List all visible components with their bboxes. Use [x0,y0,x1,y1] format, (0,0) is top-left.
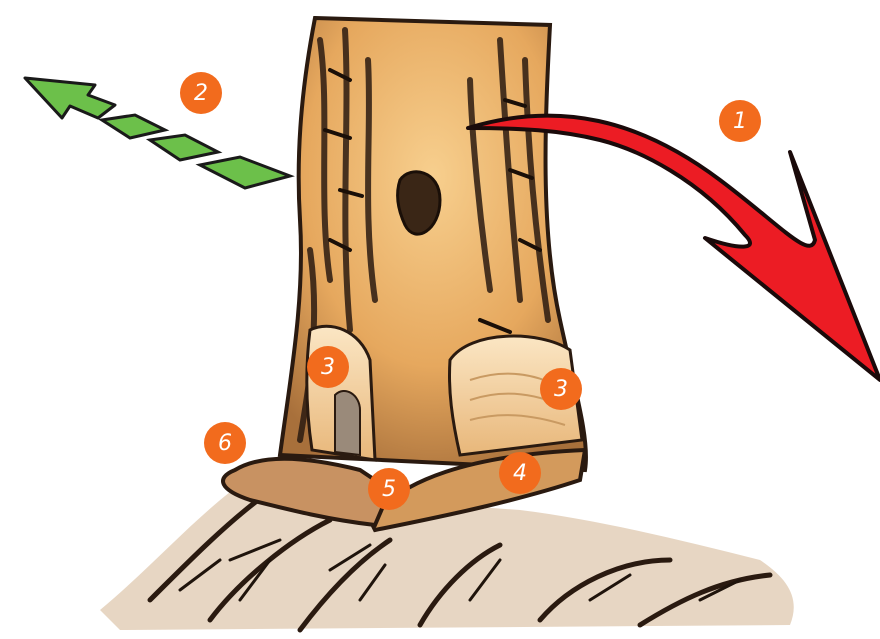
marker-wedge: 4 [499,452,541,494]
escape-route-arrow [25,78,290,188]
marker-back-cut: 6 [204,422,246,464]
marker-escape-route: 2 [180,72,222,114]
marker-hinge: 5 [368,468,410,510]
felling-notch-left [307,326,375,460]
marker-notch-left: 3 [307,346,349,388]
marker-notch-right: 3 [540,368,582,410]
marker-fall-direction: 1 [719,100,761,142]
